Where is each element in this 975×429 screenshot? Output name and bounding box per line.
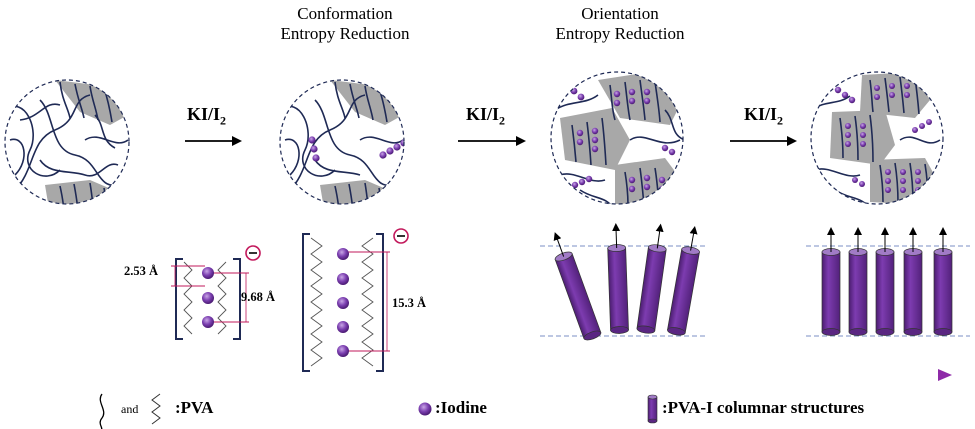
legend-column-icon <box>647 394 658 424</box>
legend-pva-wavy-icon <box>99 393 105 429</box>
legend-iodine-label: :Iodine <box>435 398 487 417</box>
large-iodine-complex <box>302 228 409 372</box>
arrow-2-label-subscript: 2 <box>499 113 506 128</box>
arrow-2-label-text: KI/I <box>466 104 500 124</box>
stage-3-boundary <box>550 71 684 205</box>
large-height-label: 15.3 Å <box>392 296 427 310</box>
stage-3-title-line2: Entropy Reduction <box>555 24 685 43</box>
small-height-label: 9.68 Å <box>241 290 276 304</box>
stage-2-title-line2: Entropy Reduction <box>280 24 410 43</box>
stage-4-boundary <box>810 71 944 205</box>
arrow-3-label-text: KI/I <box>744 104 778 124</box>
arrow-3-label-subscript: 2 <box>777 113 784 128</box>
stage-4-circle <box>811 72 941 204</box>
legend-iodine-icon <box>418 402 432 416</box>
stage-2-title-line1: Conformation <box>297 4 393 23</box>
stage-1-circle <box>5 80 129 204</box>
legend-and-text: and <box>121 402 139 416</box>
arrow-2-label: KI/I2 <box>466 104 505 129</box>
legend-pva-zigzag-icon <box>151 393 161 425</box>
arrow-3-label: KI/I2 <box>744 104 783 129</box>
arrow-1-label-text: KI/I <box>187 104 221 124</box>
aligned-columnar-structures <box>806 227 970 337</box>
tilted-columnar-structures <box>540 223 705 341</box>
legend-pva-label: :PVA <box>175 398 214 417</box>
small-iodine-complex <box>171 245 261 340</box>
stage-3-title: Orientation Entropy Reduction <box>545 4 695 44</box>
arrow-1-label: KI/I2 <box>187 104 226 129</box>
small-width-label: 2.53 Å <box>124 264 159 278</box>
progress-arrow <box>12 369 952 381</box>
stage-1-boundary <box>4 79 130 205</box>
legend-columnar-label: :PVA-I columnar structures <box>662 398 865 417</box>
stage-3-circle <box>554 72 683 204</box>
arrow-1-label-subscript: 2 <box>220 113 227 128</box>
stage-2-boundary <box>279 79 405 205</box>
stage-3-title-line1: Orientation <box>581 4 659 23</box>
stage-2-title: Conformation Entropy Reduction <box>270 4 420 44</box>
